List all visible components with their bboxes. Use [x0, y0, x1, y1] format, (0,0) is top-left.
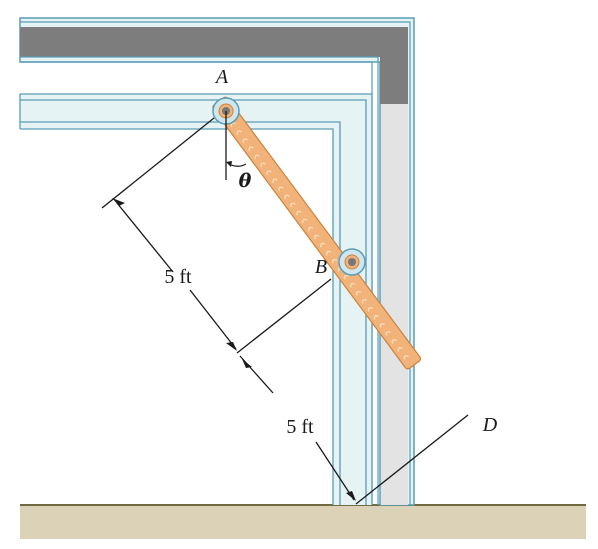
angle-label: θ: [239, 170, 252, 192]
rod-grain-mark: [403, 355, 409, 360]
rod-grain-mark: [296, 210, 302, 216]
rod-grain-mark: [260, 162, 266, 168]
dimension-lines: [101, 117, 469, 505]
rod-grain-mark: [302, 218, 308, 224]
rod-grain-mark: [349, 282, 356, 288]
rod-grain-mark: [379, 323, 385, 328]
rod-grain-mark: [355, 290, 362, 296]
rod-grain-mark: [290, 202, 296, 208]
rod-grain-mark: [343, 274, 350, 280]
rod-grain-mark: [332, 258, 338, 264]
rod-grain-mark: [254, 154, 260, 160]
rod-grain-mark: [391, 339, 397, 344]
rod-grain-mark: [278, 186, 284, 192]
ceiling-dark-band: [20, 27, 408, 104]
dimension-label-upper: 5 ft: [164, 266, 192, 288]
ground: [20, 505, 586, 539]
point-label-b: B: [315, 256, 327, 278]
rod-grain-mark: [242, 138, 248, 144]
point-label-a: A: [214, 66, 229, 88]
rod-grain-mark: [326, 250, 332, 256]
rod-grain-mark: [361, 299, 368, 304]
pin-b: [338, 248, 366, 276]
rod-grain-mark: [284, 194, 290, 200]
rod-grain-mark: [272, 178, 278, 184]
rod-grain-mark: [308, 226, 314, 232]
rod-grain-mark: [266, 170, 272, 176]
rod-grain-mark: [320, 242, 326, 248]
rod-grain-mark: [397, 347, 403, 352]
point-label-d: D: [482, 414, 498, 436]
rod-grain-mark: [373, 315, 379, 320]
inner-track: [19, 93, 373, 505]
rod-grain-mark: [248, 146, 254, 152]
rod-grain-mark: [385, 331, 391, 336]
angle-marker: [225, 111, 247, 180]
outer-frame: [19, 17, 415, 506]
rod-grain-mark: [367, 307, 373, 312]
dimension-label-lower: 5 ft: [286, 416, 314, 438]
dimension-arrowheads: [112, 198, 356, 501]
wall-channel: [381, 104, 408, 505]
rod-grain-mark: [236, 130, 242, 135]
rod-grain-mark: [314, 234, 320, 240]
